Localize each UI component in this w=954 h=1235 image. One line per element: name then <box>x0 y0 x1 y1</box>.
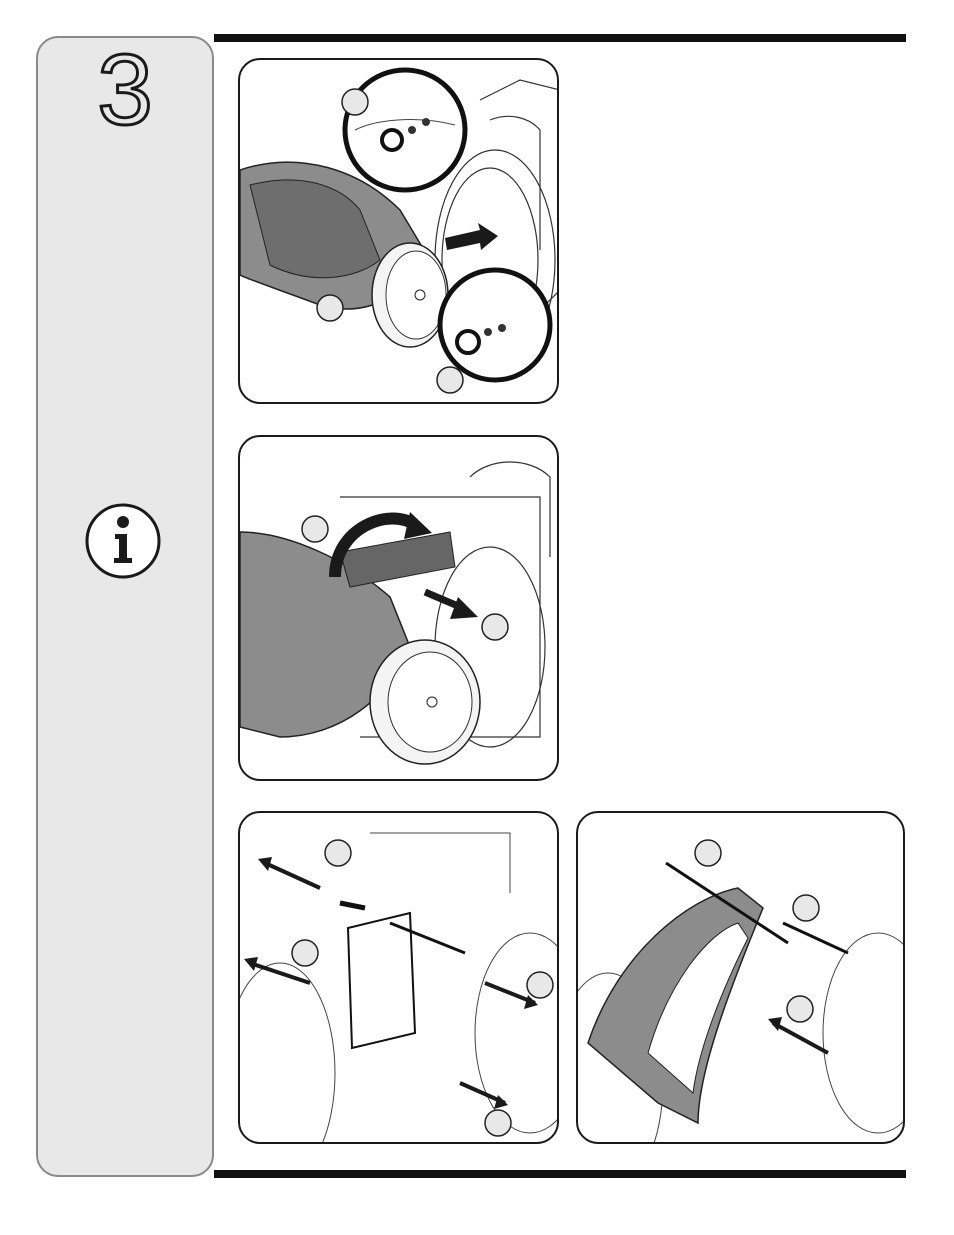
illustration-panel-4 <box>576 811 905 1144</box>
step-sidebar <box>36 36 214 1177</box>
chute-rotate-illustration <box>240 437 557 779</box>
illustration-panel-2 <box>238 435 559 781</box>
illustration-panel-1 <box>238 58 559 404</box>
illustration-panel-3 <box>238 811 559 1144</box>
bracket-hardware-illustration <box>240 813 557 1142</box>
chute-attach-illustration <box>240 60 557 402</box>
deflector-install-illustration <box>578 813 903 1142</box>
info-icon <box>84 502 162 580</box>
top-rule <box>214 34 906 42</box>
step-number: 3 <box>36 40 214 140</box>
bottom-rule <box>214 1170 906 1178</box>
